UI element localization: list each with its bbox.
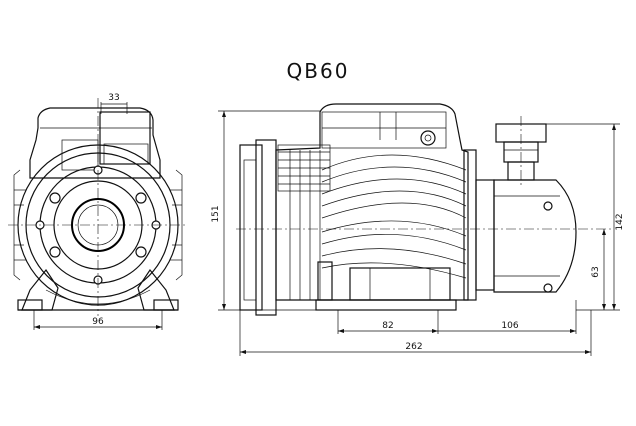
dim-bolt-spacing: 96 [92,317,104,327]
front-view: 33 [8,93,188,330]
dim-axis-height: 63 [591,266,601,277]
dim-total-height: 142 [615,213,625,230]
model-title: QB60 [287,59,350,83]
dim-base-to-outlet: 106 [501,321,518,331]
dim-overall-length: 262 [405,342,422,352]
dim-base-mid: 82 [382,321,393,331]
dim-overall-height: 151 [211,205,221,222]
side-view: 151 142 63 82 106 262 [211,103,625,356]
dim-port-offset: 33 [108,93,119,103]
